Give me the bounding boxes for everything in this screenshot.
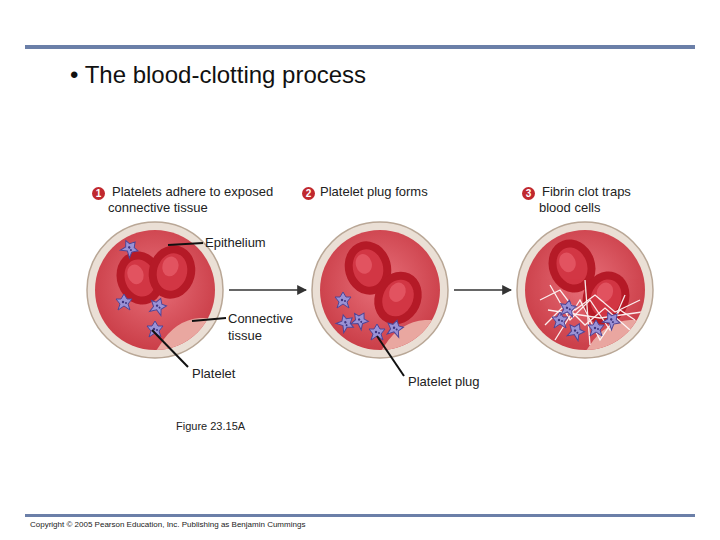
step-caption: Platelet plug forms [320,184,480,200]
platelet [552,312,568,328]
connective-tissue [580,320,650,360]
step-caption: Platelets adhere to exposed connective t… [108,184,290,216]
vessel-step: 3Fibrin clot traps blood cells [517,222,653,358]
top-rule [25,45,695,49]
part-label: Platelet plug [408,373,480,390]
platelet [148,296,169,317]
red-blood-cell [575,265,637,331]
leader-lines [152,243,404,376]
vessel-step: 1Platelets adhere to exposed connective … [87,222,223,358]
platelet [601,309,624,332]
platelet [565,320,586,341]
platelet [559,299,578,318]
platelet [335,312,358,335]
epithelium-ring [517,222,653,358]
slide-title: • The blood-clotting process [70,60,366,90]
step-caption: Fibrin clot traps blood cells [539,184,645,216]
connective-tissue [375,320,445,360]
epithelium-ring [87,222,223,358]
platelet [335,292,351,308]
vessel-panel [87,222,223,360]
fibrin-mesh [540,280,642,345]
fibrin-strand [585,280,590,345]
vessel-step: 2Platelet plug forms [312,222,448,358]
copyright-note: Copyright © 2005 Pearson Education, Inc.… [30,519,305,530]
part-label: Connective tissue [228,310,300,344]
figure-number: Figure 23.15A [176,419,245,433]
leader-line [377,336,404,376]
step-number: 3 [522,187,535,200]
part-label: Platelet [192,365,235,382]
platelet [147,321,163,337]
step-arrow [454,289,511,290]
red-blood-cell [143,240,201,304]
platelet [385,318,405,338]
bottom-rule [25,514,695,517]
leader-line [168,243,203,245]
step-arrow [229,289,306,290]
leader-line [152,330,188,367]
platelet [119,237,142,260]
leader-line [192,318,226,321]
step-number: 2 [302,187,315,200]
vessel-panel [517,222,653,360]
part-label: Epithelium [205,234,266,251]
epithelium-ring [312,222,448,358]
step-number: 1 [92,187,105,200]
platelet [116,294,132,310]
